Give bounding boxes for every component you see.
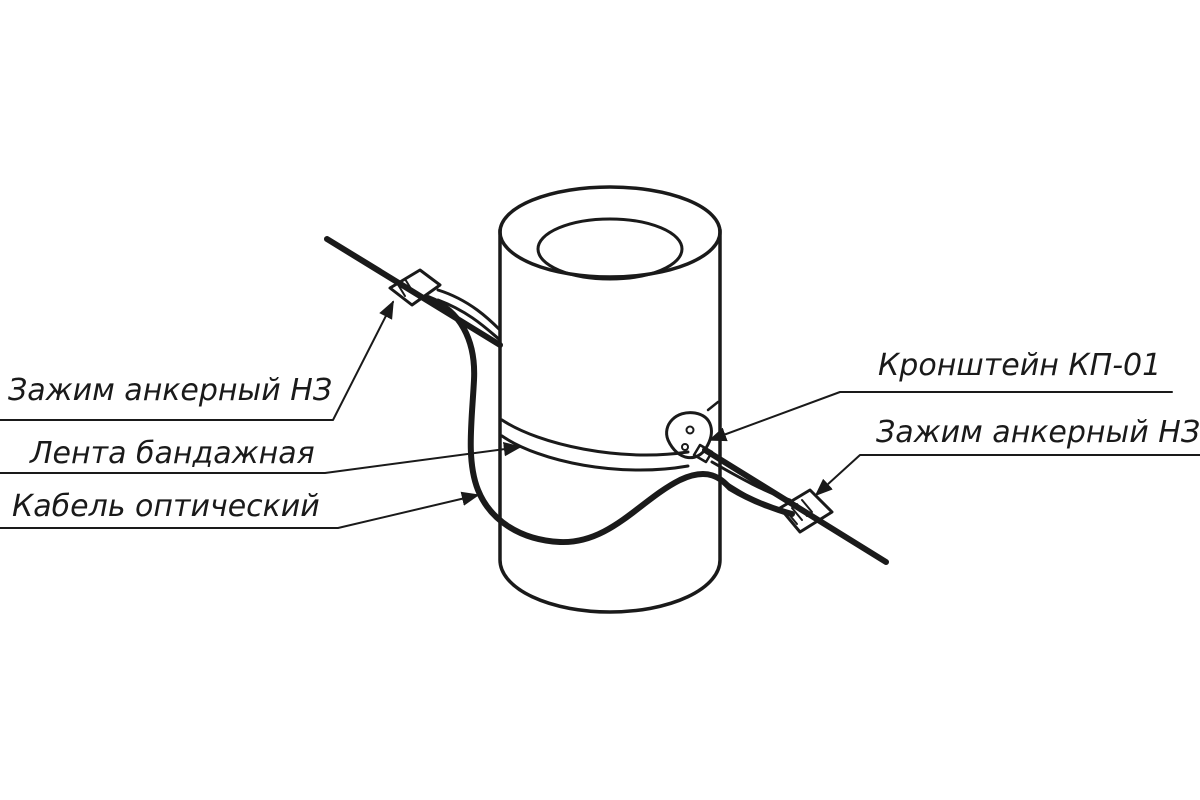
pole (498, 185, 722, 614)
label-anchor-clamp-right: Зажим анкерный НЗ (876, 415, 1200, 450)
right-messenger-wire (702, 447, 889, 565)
label-optical-cable: Кабель оптический (12, 489, 320, 524)
label-bandage-tape: Лента бандажная (29, 436, 315, 471)
callout-anchor-clamp-right: Зажим анкерный НЗ (814, 415, 1200, 497)
callout-bracket: Кронштейн КП-01 (708, 348, 1173, 442)
label-anchor-clamp-left: Зажим анкерный НЗ (8, 373, 332, 408)
label-bracket: Кронштейн КП-01 (878, 348, 1161, 383)
callout-anchor-clamp-left: Зажим анкерный НЗ (0, 300, 394, 421)
callout-optical-cable: Кабель оптический (0, 489, 480, 529)
optical-cable (425, 295, 795, 546)
left-anchor-clamp (388, 268, 502, 342)
callout-bandage-tape: Лента бандажная (0, 436, 522, 474)
